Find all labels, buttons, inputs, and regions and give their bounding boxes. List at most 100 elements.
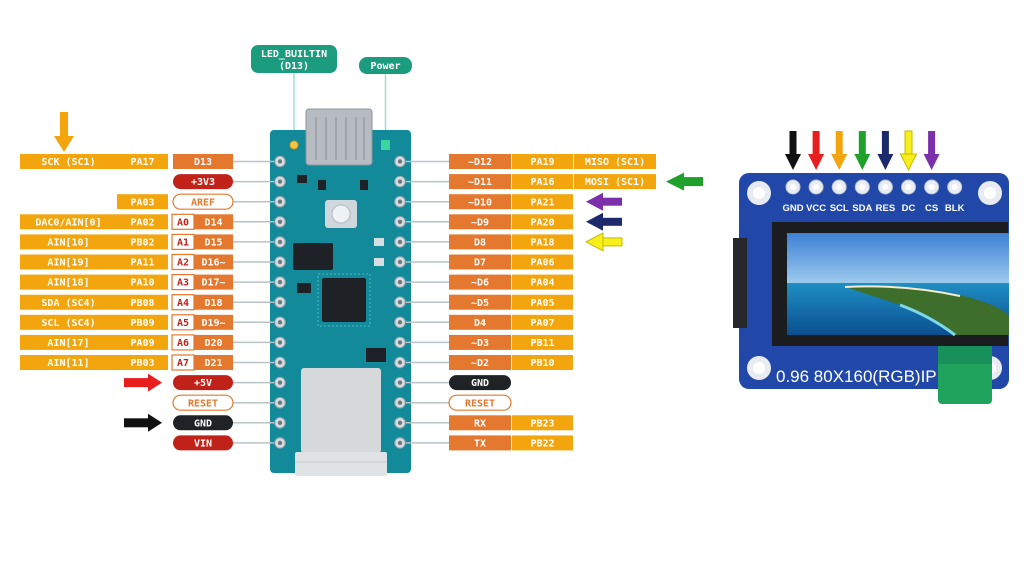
pin-label-text: PA07 xyxy=(530,318,554,329)
left-row-10-3: D21 xyxy=(194,355,233,370)
arrow-right-2 xyxy=(666,172,703,191)
pin-label-text: D16~ xyxy=(201,258,225,269)
right-row-12-0: RESET xyxy=(448,394,512,411)
pin-label-text: PA19 xyxy=(530,157,554,168)
pin-label-text: PB08 xyxy=(130,298,154,309)
left-row-4-3: D15 xyxy=(194,234,233,250)
left-row-10-2: A7 xyxy=(171,354,195,371)
left-row-5-1: PA11 xyxy=(117,254,168,270)
left-row-8-2: A5 xyxy=(171,314,195,331)
display-pin-label: VCC xyxy=(806,203,826,214)
pin-label-text: PA09 xyxy=(130,338,154,349)
left-row-7-0: SDA (SC4) xyxy=(20,294,117,310)
left-row-9-2: A6 xyxy=(171,334,195,351)
display-arrow-1 xyxy=(808,131,825,170)
left-row-6-1: PA10 xyxy=(117,274,168,290)
right-row-8-1: PA07 xyxy=(512,314,573,330)
right-row-0-2: MISO (SC1) xyxy=(574,154,656,169)
pin-label-text: PB02 xyxy=(130,238,154,249)
left-row-0-0: SCK (SC1) xyxy=(20,154,117,169)
left-row-9-3: D20 xyxy=(194,334,233,350)
pin-label-text: PB03 xyxy=(130,358,154,369)
arrow-right-3 xyxy=(586,192,622,211)
display-pin-label: GND xyxy=(782,203,803,214)
pin-label-text: AIN[19] xyxy=(47,258,89,269)
wireless-module xyxy=(301,368,381,453)
pin-label-text: PA06 xyxy=(530,258,554,269)
pin-label-text: PB22 xyxy=(530,439,554,450)
reset-button xyxy=(331,204,351,224)
pin-label-text: PA04 xyxy=(530,278,554,289)
pin-label-text: RX xyxy=(474,418,486,429)
display-pin-label: DC xyxy=(902,203,916,214)
left-row-4-2: A1 xyxy=(171,233,195,250)
right-row-2-1: PA21 xyxy=(512,194,573,210)
pin-label-text: ~D3 xyxy=(471,338,489,349)
right-row-10-0: ~D2 xyxy=(449,355,511,370)
arrow-left-0 xyxy=(124,373,162,392)
power-led xyxy=(381,140,390,150)
pin-label-text: ~D9 xyxy=(471,217,489,228)
pin-label-text: +3V3 xyxy=(191,177,215,188)
display-pin-dc: DC xyxy=(901,179,916,214)
display-arrow-5 xyxy=(899,130,918,172)
display-arrow-6 xyxy=(923,131,940,170)
left-row-5-2: A2 xyxy=(171,253,195,271)
pin-label-text: PA11 xyxy=(130,258,154,269)
right-row-4-0: D8 xyxy=(449,234,511,250)
pin-label-text: D13 xyxy=(194,157,212,168)
right-row-3-0: ~D9 xyxy=(449,214,511,230)
left-row-14-0: VIN xyxy=(173,435,233,451)
pin-label-text: PB09 xyxy=(130,318,154,329)
right-row-5-0: D7 xyxy=(449,254,511,270)
left-row-4-0: AIN[10] xyxy=(20,234,117,250)
pin-label-text: PA18 xyxy=(530,238,554,249)
pin-label-text: D8 xyxy=(474,238,486,249)
pin-label-text: ~D5 xyxy=(471,298,489,309)
display-pin-label: CS xyxy=(925,203,938,214)
pin-label-text: +5V xyxy=(194,378,212,389)
right-row-4-1: PA18 xyxy=(512,234,573,250)
left-row-6-0: AIN[18] xyxy=(20,274,117,290)
left-row-3-1: PA02 xyxy=(117,214,168,230)
microcontroller-chip xyxy=(322,278,366,322)
pin-label-text: ~D2 xyxy=(471,358,489,369)
pin-label-text: PA02 xyxy=(130,217,154,228)
right-row-6-1: PA04 xyxy=(512,274,573,290)
left-row-10-0: AIN[11] xyxy=(20,355,117,370)
arrow-right-4 xyxy=(586,212,622,231)
right-row-8-0: D4 xyxy=(449,314,511,330)
pin-label-text: AIN[17] xyxy=(47,338,89,349)
display-arrow-3 xyxy=(854,131,871,170)
pin-label-text: D21 xyxy=(204,358,222,369)
display-arrow-4 xyxy=(877,131,894,170)
pin-label-text: PB11 xyxy=(530,338,554,349)
pin-label-text: RESET xyxy=(188,398,218,409)
pin-label-text: D19~ xyxy=(201,318,225,329)
pin-label-text: PA16 xyxy=(530,177,554,188)
right-row-11-0: GND xyxy=(449,375,511,391)
pin-label-text: GND xyxy=(471,378,489,389)
left-row-2-1: AREF xyxy=(172,193,234,210)
left-row-5-3: D16~ xyxy=(194,254,233,270)
power-callout-label: Power xyxy=(370,61,400,72)
display-pin-label: SCL xyxy=(830,203,849,214)
left-row-0-2: D13 xyxy=(173,154,233,169)
led-callout-line2: (D13) xyxy=(279,61,309,72)
display-arrow-2 xyxy=(831,131,848,170)
pin-label-text: PB10 xyxy=(530,358,554,369)
pin-label-text: GND xyxy=(194,418,212,429)
pin-label-text: A6 xyxy=(177,338,189,349)
pin-label-text: PA21 xyxy=(530,197,554,208)
pin-label-text: A2 xyxy=(177,258,189,269)
pin-label-text: MOSI (SC1) xyxy=(585,177,645,188)
right-row-9-0: ~D3 xyxy=(449,334,511,350)
right-row-2-0: ~D10 xyxy=(449,194,511,210)
pin-label-text: AIN[11] xyxy=(47,358,89,369)
led-builtin-callout: LED_BUILTIN (D13) xyxy=(251,45,337,140)
left-row-3-3: D14 xyxy=(194,214,233,230)
left-row-7-3: D18 xyxy=(194,294,233,310)
